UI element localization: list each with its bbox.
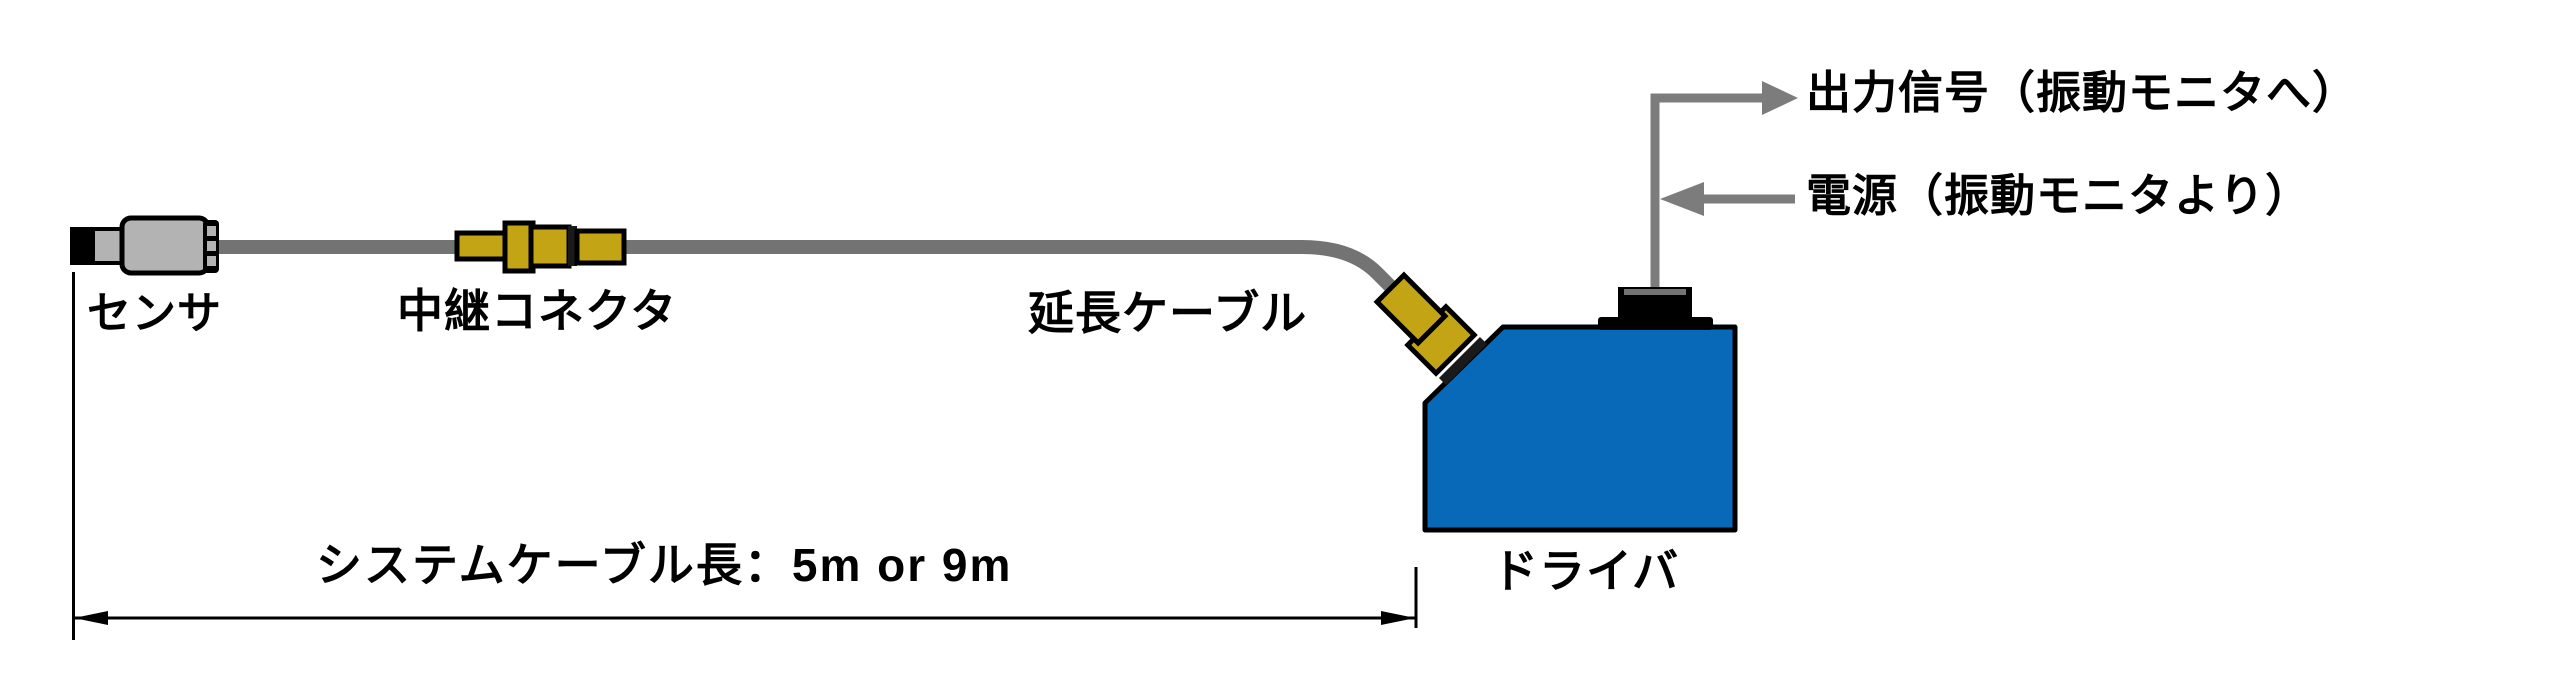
- driver-top-connector-face: [1624, 289, 1686, 295]
- power-arrowhead-icon: [1660, 182, 1704, 216]
- sensor-thread-notch: [207, 256, 216, 266]
- driver-connector-seam: [1438, 336, 1488, 386]
- sensor-icon: [70, 215, 219, 276]
- relay-connector-body: [528, 224, 572, 269]
- output-signal-label: 出力信号（振動モニタへ）: [1806, 67, 2359, 118]
- relay-connector-left-stub: [454, 230, 511, 262]
- sensor-tip: [70, 227, 95, 265]
- driver-cable-connector-icon: [1373, 271, 1488, 386]
- output-arrowhead-icon: [1762, 81, 1798, 115]
- dimension-lines: [72, 272, 1418, 640]
- dimension-arrowhead-left-icon: [74, 611, 108, 625]
- signal-lines: [1650, 81, 1798, 292]
- relay-connector-label: 中継コネクタ: [397, 285, 678, 337]
- relay-connector-icon: [454, 220, 627, 274]
- system-cable: [218, 240, 1420, 316]
- extension-cable-label: 延長ケーブル: [1028, 287, 1308, 339]
- sensor-thread-notch: [207, 226, 216, 236]
- sensor-neck: [91, 227, 126, 265]
- driver-connector-body: [1373, 271, 1449, 347]
- relay-connector-seam: [568, 226, 577, 266]
- driver-top-flange: [1598, 317, 1713, 330]
- sensor-label: センサ: [87, 289, 222, 338]
- sensor-thread-notch: [207, 241, 216, 251]
- driver-icon: [1422, 287, 1738, 533]
- relay-connector-right-stub: [574, 228, 627, 266]
- driver-label: ドライバ: [1492, 545, 1680, 597]
- dimension-arrowhead-right-icon: [1381, 611, 1415, 625]
- sensor-body: [119, 215, 211, 276]
- output-signal-line: [1650, 93, 1764, 292]
- power-label: 電源（振動モニタより）: [1806, 170, 2312, 221]
- cable-length-label: システムケーブル長：5m or 9m: [316, 539, 1013, 591]
